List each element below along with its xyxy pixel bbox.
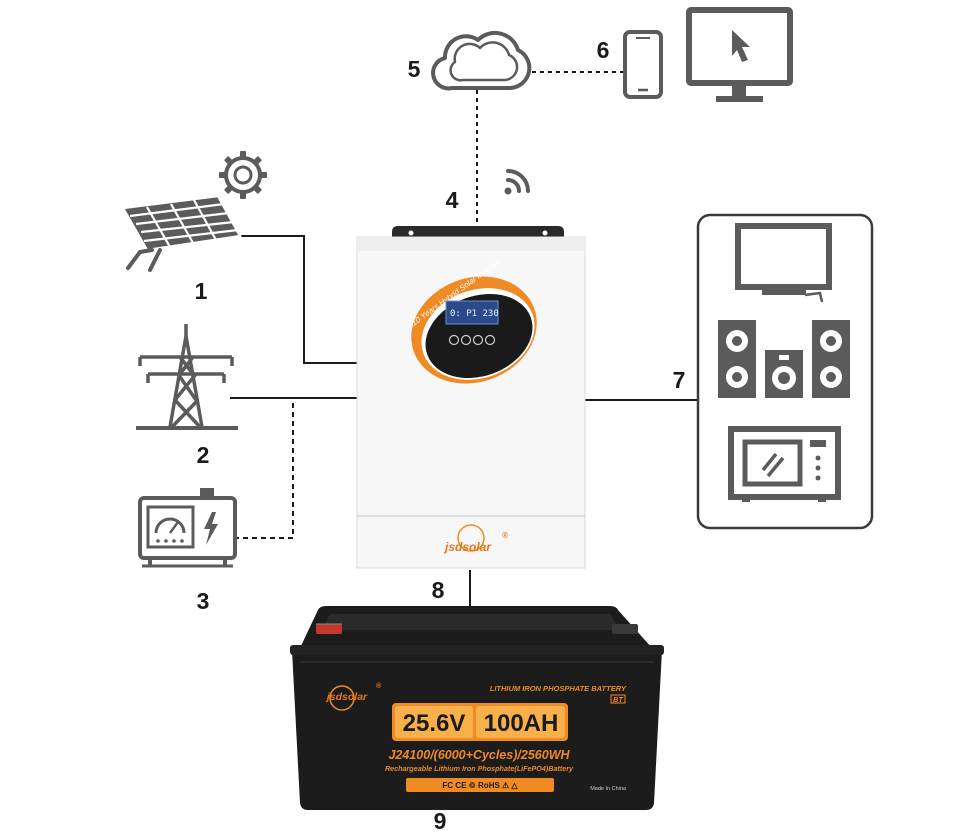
label-8: 8 <box>432 577 445 603</box>
cloud-icon <box>431 30 532 91</box>
label-9: 9 <box>434 808 447 834</box>
battery-header-badge: BT <box>613 695 624 704</box>
inverter-buttons <box>448 334 496 346</box>
wifi-icon <box>504 169 530 195</box>
inverter-button-2[interactable] <box>460 334 472 346</box>
generator-icon <box>138 488 237 568</box>
inverter-button-3[interactable] <box>472 334 484 346</box>
loads-box <box>696 213 874 530</box>
speaker-icon <box>812 320 850 398</box>
battery-header: LITHIUM IRON PHOSPHATE BATTERY <box>490 684 627 693</box>
inverter-brand-mark: ® <box>502 531 508 540</box>
label-2: 2 <box>197 442 210 468</box>
battery-brand: jsdsolar <box>325 691 368 703</box>
inverter-button-4[interactable] <box>484 334 496 346</box>
battery-voltage: 25.6V <box>403 710 466 737</box>
label-6: 6 <box>597 37 610 63</box>
tv-icon <box>735 223 832 303</box>
solar-line <box>240 235 358 364</box>
power-tower-icon <box>136 324 238 430</box>
battery-description: Rechargeable Lithium Iron Phosphate(LiFe… <box>385 764 574 773</box>
battery-certifications: FC CE ♲ RoHS ⚠ △ <box>442 781 518 790</box>
inverter-unit: 10 Years Hybrid Solar Inverter 0: P1 230… <box>356 226 586 569</box>
label-5: 5 <box>408 56 421 82</box>
label-1: 1 <box>195 278 208 304</box>
label-7: 7 <box>673 367 686 393</box>
smartphone-icon <box>623 30 663 99</box>
microwave-icon <box>728 426 841 502</box>
inverter-brand: jsdsolar <box>443 540 492 554</box>
connection-lines <box>230 71 698 606</box>
label-3: 3 <box>197 588 210 614</box>
subwoofer-icon <box>765 350 803 398</box>
generator-line <box>234 398 294 539</box>
inverter-display: 0: P1 230 <box>450 309 499 319</box>
gear-icon <box>219 151 267 199</box>
monitor-icon <box>686 7 793 102</box>
battery-origin: Made In China <box>590 786 627 792</box>
solar-panel-icon <box>121 194 242 272</box>
battery-model-line: J24100/(6000+Cycles)/2560WH <box>388 748 570 762</box>
battery-capacity: 100AH <box>484 710 559 737</box>
battery-brand-mark: ® <box>376 682 382 690</box>
label-4: 4 <box>446 187 459 213</box>
battery-unit: jsdsolar ® LITHIUM IRON PHOSPHATE BATTER… <box>290 606 664 810</box>
speaker-icon <box>718 320 756 398</box>
inverter-button-1[interactable] <box>448 334 460 346</box>
